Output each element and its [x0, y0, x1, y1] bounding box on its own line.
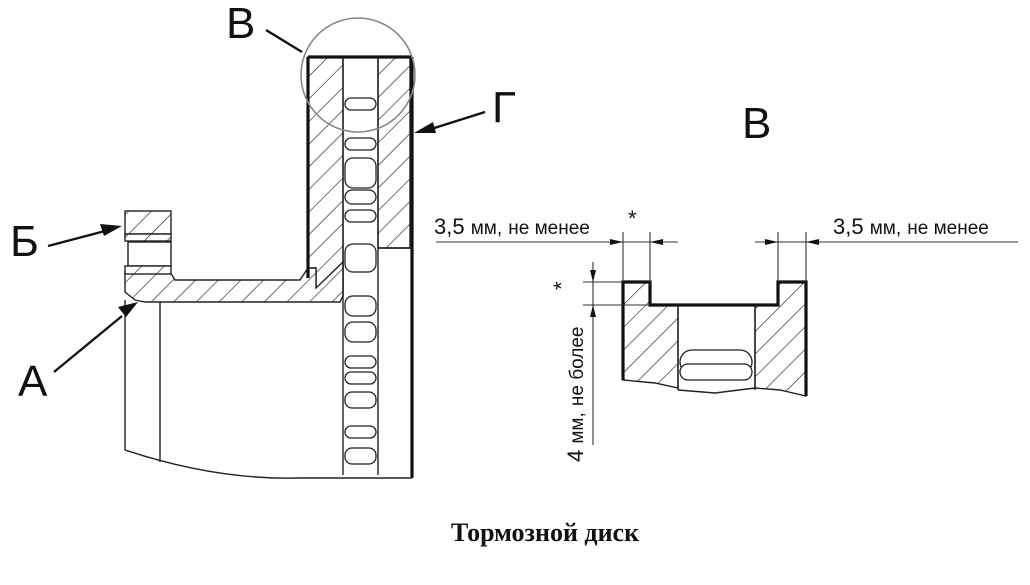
dim-right-qualifier: не менее	[907, 218, 989, 239]
callout-B: Б	[10, 217, 122, 266]
dim-right: 3,5 мм, не менее	[833, 214, 989, 239]
disc-inner-wall-section	[305, 56, 344, 299]
hub-web-section	[124, 260, 344, 303]
flange-bolt-hole	[127, 241, 172, 267]
flange-section-mid	[124, 233, 172, 242]
flange-section-low	[124, 265, 172, 275]
detail-title: В	[742, 99, 771, 148]
detail-right-wall	[754, 281, 807, 397]
dim-right-value: 3,5	[833, 214, 864, 239]
dim-right-unit: мм,	[870, 218, 901, 239]
callout-A: А	[18, 302, 138, 406]
dim-vertical-unit: мм,	[567, 412, 588, 443]
dim-left: 3,5 мм, не менее *	[434, 206, 637, 239]
flange-section-top	[124, 210, 172, 235]
callout-label-G: Г	[492, 83, 516, 132]
callout-V: В	[226, 0, 303, 54]
callout-G: Г	[414, 83, 516, 133]
detail-circle	[300, 17, 416, 133]
dim-vertical-note: *	[549, 281, 574, 290]
disc-outer-wall-section	[377, 56, 411, 249]
dim-vertical-value: 4	[563, 450, 588, 462]
break-line	[124, 449, 412, 479]
callout-label-A: А	[18, 357, 48, 406]
callout-label-B: Б	[10, 217, 39, 266]
dim-vertical-qualifier: не более	[567, 327, 588, 407]
dim-left-unit: мм,	[471, 218, 502, 239]
svg-text:3,5 мм, не мен: 3,5 мм, не менее	[833, 214, 989, 239]
svg-text:4 мм, не более: 4 мм, не более	[563, 327, 588, 463]
callout-label-V: В	[226, 0, 255, 48]
dim-left-value: 3,5	[434, 214, 465, 239]
main-section-view	[124, 17, 416, 479]
svg-text:3,5 мм, не мен: 3,5 мм, не менее	[434, 214, 590, 239]
detail-view: В 3,5 м	[434, 99, 1018, 462]
dim-vertical: 4 мм, не более *	[549, 281, 588, 462]
vent-slots	[344, 97, 377, 465]
dim-left-qualifier: не менее	[508, 218, 590, 239]
dim-left-note: *	[628, 206, 637, 231]
figure-caption: Тормозной диск	[451, 518, 639, 547]
